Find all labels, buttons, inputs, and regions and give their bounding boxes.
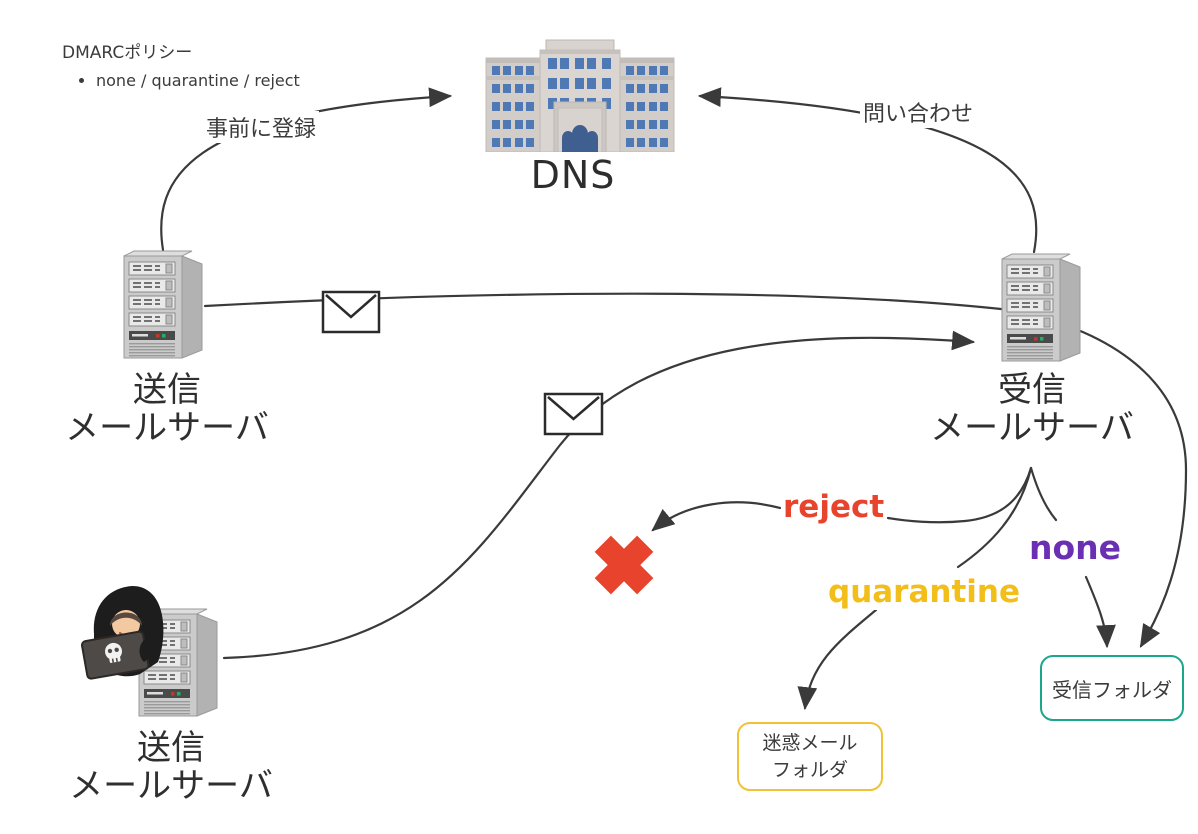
legend-item-policies: none / quarantine / reject [96, 70, 300, 92]
spam-folder-label-line2: フォルダ [771, 758, 848, 781]
edge-register-to-dns [160, 87, 453, 252]
spoofer-server-label: 送信 メールサーバ [69, 729, 273, 805]
sender-server-label-line2: メールサーバ [65, 408, 269, 449]
hacker-icon [80, 586, 164, 680]
edge-mail-spoofed [222, 330, 976, 660]
policy-label-reject: reject [781, 489, 887, 525]
inbox-folder-label: 受信フォルダ [1052, 677, 1172, 702]
edge-none-to-inbox [1084, 575, 1116, 649]
query-edge-label: 問い合わせ [860, 96, 977, 128]
policy-label-none: none [1027, 528, 1124, 567]
dns-building-icon [485, 39, 675, 152]
register-edge-label: 事前に登録 [203, 111, 320, 143]
server-tower-icon-sender [118, 248, 208, 362]
envelope-icon [543, 392, 604, 436]
receiver-server-label-line2: メールサーバ [930, 408, 1134, 449]
edge-quarantine-to-spam [797, 608, 878, 711]
spam-folder-label-line1: 迷惑メール [762, 731, 858, 754]
spoofer-server-label-line2: メールサーバ [69, 766, 273, 807]
receiver-server-label: 受信 メールサーバ [930, 371, 1134, 447]
sender-server-label-line1: 送信 [132, 370, 201, 410]
edge-branch-reject [886, 466, 1033, 524]
inbox-folder-box: 受信フォルダ [1040, 655, 1184, 721]
receiver-server-label-line1: 受信 [997, 370, 1066, 410]
legend-title: DMARCポリシー [62, 43, 193, 63]
sender-server-label: 送信 メールサーバ [65, 371, 269, 447]
spam-folder-box: 迷惑メール フォルダ [737, 722, 883, 791]
policy-label-quarantine: quarantine [826, 574, 1022, 610]
envelope-icon [321, 290, 381, 334]
edge-reject-to-cross [651, 501, 782, 532]
edge-query-to-dns [697, 87, 1038, 254]
dmarc-policy-legend: DMARCポリシー none / quarantine / reject [62, 42, 300, 92]
edge-branch-none [1029, 466, 1058, 522]
edge-branch-quarantine [956, 466, 1033, 569]
cross-mark-icon [594, 535, 654, 595]
spoofer-server-label-line1: 送信 [136, 728, 205, 768]
server-tower-icon-receiver [996, 251, 1086, 365]
dns-node-label: DNS [530, 153, 616, 197]
